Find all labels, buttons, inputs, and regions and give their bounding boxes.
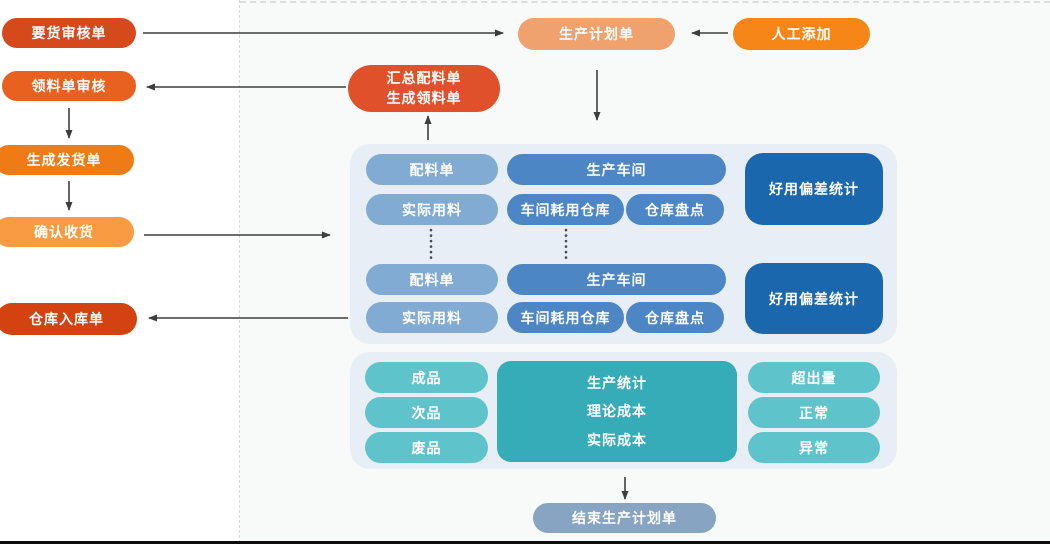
node-ingredient-list-2: 配料单 [366,264,498,295]
node-warehouse-inbound: 仓库入库单 [0,303,137,335]
node-workshop-warehouse-1: 车间耗用仓库 [507,194,624,225]
node-confirm-receipt: 确认收货 [0,217,134,247]
bottom-border-line [0,541,1050,544]
stats-center-box: 生产统计 理论成本 实际成本 [497,361,737,462]
top-dashed-border [240,1,1050,3]
node-stocktake-2: 仓库盘点 [626,302,724,333]
summary-line-1: 汇总配料单 [386,69,462,86]
node-actual-usage-2: 实际用料 [366,302,498,333]
node-defective-goods: 次品 [365,397,488,428]
node-scrap-goods: 废品 [365,432,488,463]
stats-theoretical-cost: 理论成本 [587,403,647,420]
vertical-dashed-separator [239,0,240,543]
node-excess: 超出量 [748,362,880,393]
node-manual-add: 人工添加 [733,18,870,50]
node-request-audit: 要货审核单 [2,18,136,48]
node-summary-picking: 汇总配料单 生成领料单 [348,65,500,112]
summary-line-2: 生成领料单 [386,89,462,106]
node-workshop-warehouse-2: 车间耗用仓库 [507,302,624,333]
node-workshop-2: 生产车间 [507,264,726,295]
node-abnormal: 异常 [748,432,880,463]
node-deviation-stats-1: 好用偏差统计 [745,153,883,225]
node-ingredient-list-1: 配料单 [366,154,498,185]
node-finished-goods: 成品 [365,362,488,393]
node-workshop-1: 生产车间 [507,154,726,185]
stats-actual-cost: 实际成本 [587,431,647,448]
node-normal: 正常 [748,397,880,428]
stats-production-statistics: 生产统计 [587,375,647,392]
node-generate-delivery: 生成发货单 [0,145,134,175]
node-stocktake-1: 仓库盘点 [626,194,724,225]
node-end-production-plan: 结束生产计划单 [533,503,716,533]
node-picking-audit: 领料单审核 [2,71,136,101]
node-deviation-stats-2: 好用偏差统计 [745,263,883,334]
node-actual-usage-1: 实际用料 [366,194,498,225]
node-production-plan: 生产计划单 [518,18,675,50]
